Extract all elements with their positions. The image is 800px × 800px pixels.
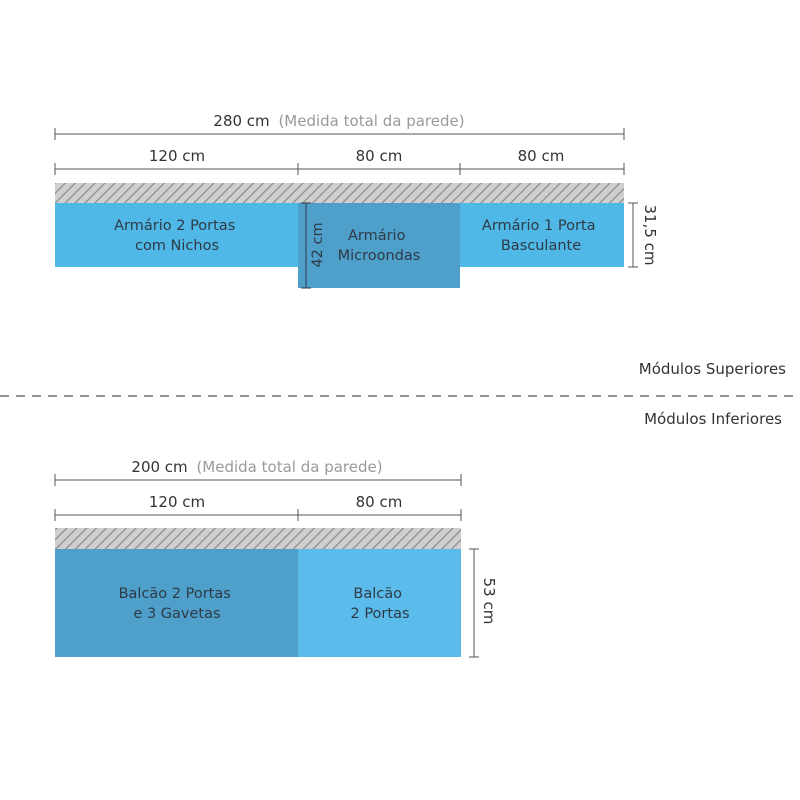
upper-module-3-label: Armário 1 Porta Basculante <box>482 218 600 254</box>
upper-height-label: 31,5 cm <box>641 204 659 265</box>
lower-segment-label: 120 cm <box>149 493 205 511</box>
upper-module-1-label: Armário 2 Portas com Nichos <box>114 218 240 254</box>
upper-segment-label: 80 cm <box>356 147 403 165</box>
section-label-upper: Módulos Superiores <box>639 360 786 378</box>
lower-wall-hatch <box>55 528 461 549</box>
upper-segment-dimensions: 120 cm 80 cm 80 cm <box>54 147 625 175</box>
upper-module-2 <box>298 203 460 288</box>
upper-module-1 <box>55 203 298 267</box>
lower-height-dimension: 53 cm <box>469 548 498 658</box>
lower-module-2-label: Balcão 2 Portas <box>350 586 409 622</box>
lower-total-label: 200 cm (Medida total da parede) <box>131 458 382 476</box>
lower-module-1 <box>55 549 298 657</box>
upper-wall-hatch <box>55 183 624 203</box>
microwave-height-dimension: 42 cm <box>301 202 326 289</box>
upper-module-3 <box>460 203 624 267</box>
microwave-height-label: 42 cm <box>310 222 326 267</box>
upper-total-dimension: 280 cm (Medida total da parede) <box>54 112 625 140</box>
upper-total-label: 280 cm (Medida total da parede) <box>213 112 464 130</box>
lower-segment-label: 80 cm <box>356 493 403 511</box>
upper-module-2-label: Armário Microondas <box>338 228 421 264</box>
lower-segment-dimensions: 120 cm 80 cm <box>54 493 462 521</box>
section-label-lower: Módulos Inferiores <box>644 410 782 428</box>
lower-height-label: 53 cm <box>480 578 498 625</box>
lower-total-dimension: 200 cm (Medida total da parede) <box>54 458 462 486</box>
lower-module-1-label: Balcão 2 Portas e 3 Gavetas <box>119 586 236 622</box>
upper-section: 280 cm (Medida total da parede) 120 cm 8… <box>54 112 659 289</box>
upper-segment-label: 80 cm <box>518 147 565 165</box>
upper-segment-label: 120 cm <box>149 147 205 165</box>
lower-module-2 <box>298 549 461 657</box>
upper-height-dimension: 31,5 cm <box>628 202 659 268</box>
lower-section: 200 cm (Medida total da parede) 120 cm 8… <box>54 458 498 658</box>
